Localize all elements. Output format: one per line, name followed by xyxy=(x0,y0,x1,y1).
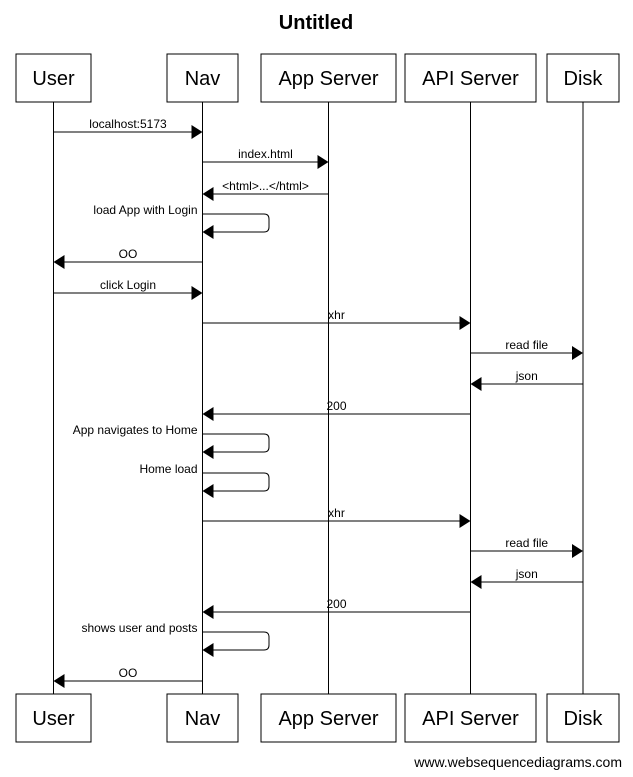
diagram-title: Untitled xyxy=(279,12,353,34)
message-label: Home load xyxy=(139,462,197,476)
self-message: load App with Login xyxy=(93,203,270,239)
message-label: OO xyxy=(119,247,138,261)
message-arrow: index.html xyxy=(202,147,329,169)
actor-label-user: User xyxy=(32,68,75,90)
message-label: xhr xyxy=(328,308,345,322)
actor-box-api-bottom: API Server xyxy=(404,693,537,743)
message-label: read file xyxy=(505,536,548,550)
message-label: json xyxy=(515,567,538,581)
message-label: xhr xyxy=(328,506,345,520)
message-arrow: <html>...</html> xyxy=(202,179,329,201)
actor-label-disk: Disk xyxy=(564,68,604,90)
message-label: shows user and posts xyxy=(81,621,197,635)
actor-label-user: User xyxy=(32,708,75,730)
actor-label-app: App Server xyxy=(278,708,378,730)
actor-label-app: App Server xyxy=(278,68,378,90)
message-arrow: read file xyxy=(470,536,583,558)
message-arrow: xhr xyxy=(202,506,471,528)
actor-label-api: API Server xyxy=(422,708,519,730)
actor-box-app-top: App Server xyxy=(260,53,397,103)
actor-box-user-bottom: User xyxy=(15,693,92,743)
actor-label-nav: Nav xyxy=(185,68,221,90)
message-arrow: OO xyxy=(53,247,203,269)
message-label: load App with Login xyxy=(93,203,197,217)
actor-label-disk: Disk xyxy=(564,708,604,730)
message-arrow: localhost:5173 xyxy=(53,117,203,139)
message-label: json xyxy=(515,369,538,383)
message-label: 200 xyxy=(326,597,346,611)
message-arrow: OO xyxy=(53,666,203,688)
message-arrow: 200 xyxy=(202,597,471,619)
actor-box-disk-bottom: Disk xyxy=(546,693,620,743)
message-arrow: xhr xyxy=(202,308,471,330)
message-arrow: 200 xyxy=(202,399,471,421)
actor-box-nav-top: Nav xyxy=(166,53,239,103)
actor-box-api-top: API Server xyxy=(404,53,537,103)
self-message: App navigates to Home xyxy=(73,423,270,459)
message-arrow: json xyxy=(470,567,583,589)
message-label: App navigates to Home xyxy=(73,423,198,437)
message-arrow: read file xyxy=(470,338,583,360)
actor-box-user-top: User xyxy=(15,53,92,103)
message-label: 200 xyxy=(326,399,346,413)
actor-box-disk-top: Disk xyxy=(546,53,620,103)
actor-label-api: API Server xyxy=(422,68,519,90)
message-arrow: json xyxy=(470,369,583,391)
message-label: <html>...</html> xyxy=(222,179,309,193)
message-label: localhost:5173 xyxy=(89,117,167,131)
self-message: Home load xyxy=(139,462,270,498)
message-label: OO xyxy=(119,666,138,680)
self-message: shows user and posts xyxy=(81,621,270,657)
actor-box-nav-bottom: Nav xyxy=(166,693,239,743)
message-label: click Login xyxy=(100,278,156,292)
message-label: index.html xyxy=(238,147,293,161)
actor-label-nav: Nav xyxy=(185,708,221,730)
message-arrow: click Login xyxy=(53,278,203,300)
message-label: read file xyxy=(505,338,548,352)
actor-box-app-bottom: App Server xyxy=(260,693,397,743)
footer-credit[interactable]: www.websequencediagrams.com xyxy=(413,754,622,770)
